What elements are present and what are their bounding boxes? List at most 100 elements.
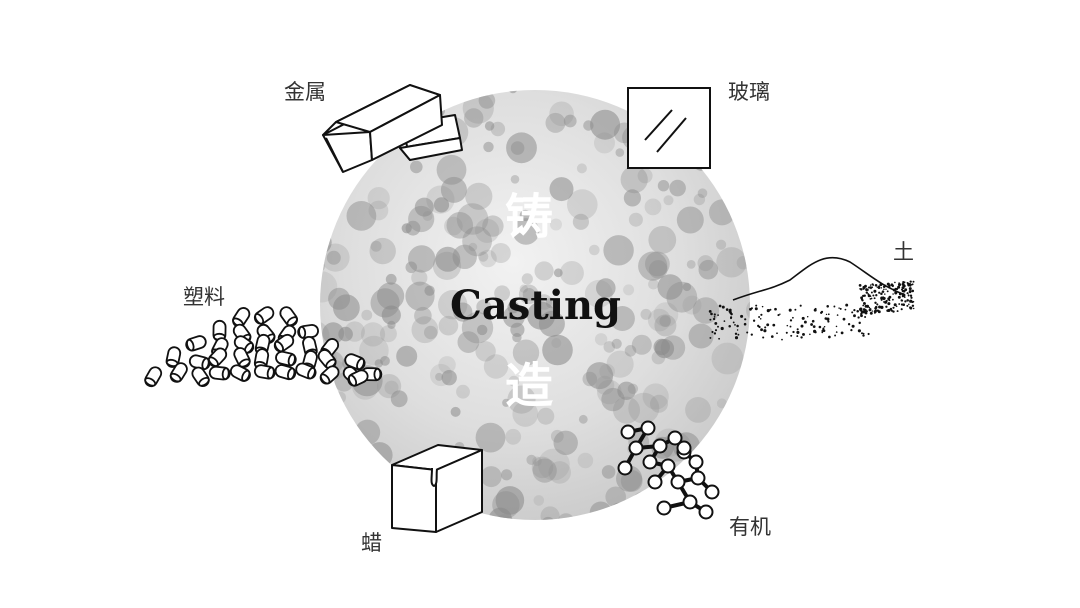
sphere-dot bbox=[693, 193, 706, 206]
soil-grain bbox=[814, 331, 817, 334]
soil-grain bbox=[906, 299, 909, 302]
sphere-dot bbox=[510, 175, 520, 184]
soil-grain bbox=[864, 311, 868, 315]
sphere-dot bbox=[540, 506, 560, 520]
center-title: Casting bbox=[450, 282, 621, 329]
soil-grain bbox=[796, 335, 799, 338]
sphere-dot bbox=[657, 274, 683, 300]
sphere-dot bbox=[654, 314, 677, 337]
label-wax: 蜡 bbox=[361, 531, 382, 555]
soil-grain bbox=[860, 332, 864, 335]
soil-grain bbox=[770, 335, 774, 338]
sphere-dot bbox=[512, 401, 539, 427]
sphere-dot bbox=[370, 240, 382, 252]
soil-grain bbox=[867, 332, 870, 336]
soil-pile-icon bbox=[708, 256, 915, 341]
sphere-dot bbox=[475, 422, 506, 453]
sphere-dot bbox=[650, 394, 668, 413]
sphere-dot bbox=[663, 195, 674, 206]
soil-grain bbox=[796, 328, 799, 331]
sphere-dot bbox=[716, 239, 727, 250]
sphere-dot bbox=[430, 363, 453, 387]
sphere-dot bbox=[577, 452, 594, 469]
sphere-dot bbox=[605, 486, 626, 508]
sphere-dot bbox=[368, 200, 389, 221]
soil-grain bbox=[879, 283, 883, 287]
sphere-dot bbox=[478, 251, 489, 262]
soil-grain bbox=[863, 308, 867, 312]
sphere-dot bbox=[572, 213, 590, 230]
sphere-dot bbox=[483, 354, 509, 379]
sphere-dot bbox=[606, 350, 634, 378]
soil-grain bbox=[910, 296, 913, 299]
soil-grain bbox=[812, 325, 816, 328]
plastic-pellets-icon bbox=[144, 306, 383, 388]
soil-grain bbox=[757, 324, 759, 327]
soil-grain bbox=[867, 294, 871, 298]
molecule-atom bbox=[647, 474, 663, 490]
soil-grain bbox=[736, 329, 739, 331]
soil-grain bbox=[884, 293, 886, 295]
label-plastic: 塑料 bbox=[183, 285, 225, 309]
soil-grain bbox=[851, 311, 854, 314]
label-soil: 土 bbox=[893, 240, 914, 264]
soil-grain bbox=[889, 307, 893, 311]
sphere-dot bbox=[666, 281, 698, 313]
molecule-atom bbox=[620, 424, 636, 440]
sphere-dot bbox=[482, 215, 504, 237]
sphere-dot bbox=[438, 290, 468, 320]
soil-grain bbox=[865, 291, 868, 294]
soil-grain bbox=[864, 304, 868, 308]
soil-grain bbox=[856, 309, 859, 313]
sphere-dot bbox=[519, 209, 531, 222]
sphere-dot bbox=[613, 396, 640, 424]
soil-grain bbox=[885, 288, 887, 291]
sphere-dot bbox=[512, 339, 540, 366]
soil-grain bbox=[823, 325, 826, 328]
sphere-dot bbox=[534, 261, 554, 281]
sphere-dot bbox=[379, 325, 397, 343]
soil-grain bbox=[888, 295, 892, 299]
label-metal: 金属 bbox=[284, 80, 326, 104]
soil-grain bbox=[833, 305, 836, 308]
soil-grain bbox=[891, 284, 894, 287]
soil-grain bbox=[853, 314, 856, 318]
sphere-dot bbox=[653, 302, 679, 327]
soil-grain bbox=[776, 332, 778, 335]
molecule-atom bbox=[704, 484, 720, 500]
sphere-dot bbox=[748, 265, 750, 281]
soil-grain bbox=[863, 302, 866, 305]
sphere-dot bbox=[436, 154, 467, 185]
sphere-dot bbox=[553, 430, 578, 455]
soil-grain bbox=[882, 285, 886, 289]
sphere-dot bbox=[505, 428, 522, 445]
sphere-dot bbox=[424, 285, 435, 296]
soil-grain bbox=[892, 310, 895, 313]
sphere-dot bbox=[550, 218, 562, 231]
soil-grain bbox=[728, 309, 732, 313]
soil-grain bbox=[709, 336, 712, 339]
sphere-dot bbox=[320, 230, 332, 254]
soil-grain bbox=[714, 321, 718, 325]
sphere-dot bbox=[521, 273, 533, 285]
soil-grain bbox=[813, 308, 817, 312]
soil-grain bbox=[898, 292, 902, 296]
soil-grain bbox=[888, 286, 891, 289]
plastic-pellet bbox=[347, 369, 369, 387]
label-glass: 玻璃 bbox=[728, 80, 770, 104]
soil-grain bbox=[836, 314, 839, 316]
soil-grain bbox=[862, 334, 865, 337]
soil-grain bbox=[711, 330, 714, 334]
soil-grain bbox=[873, 289, 877, 293]
sphere-dot bbox=[557, 513, 575, 520]
soil-grain bbox=[764, 326, 767, 329]
wax-cube-icon bbox=[391, 444, 483, 533]
soil-grain bbox=[800, 336, 803, 339]
soil-grain bbox=[874, 301, 877, 304]
soil-grain bbox=[838, 307, 840, 309]
soil-grain bbox=[763, 329, 767, 333]
plastic-pellet bbox=[185, 335, 207, 352]
sphere-dot bbox=[405, 281, 435, 311]
soil-grain bbox=[877, 286, 881, 290]
sphere-dot bbox=[495, 486, 525, 515]
